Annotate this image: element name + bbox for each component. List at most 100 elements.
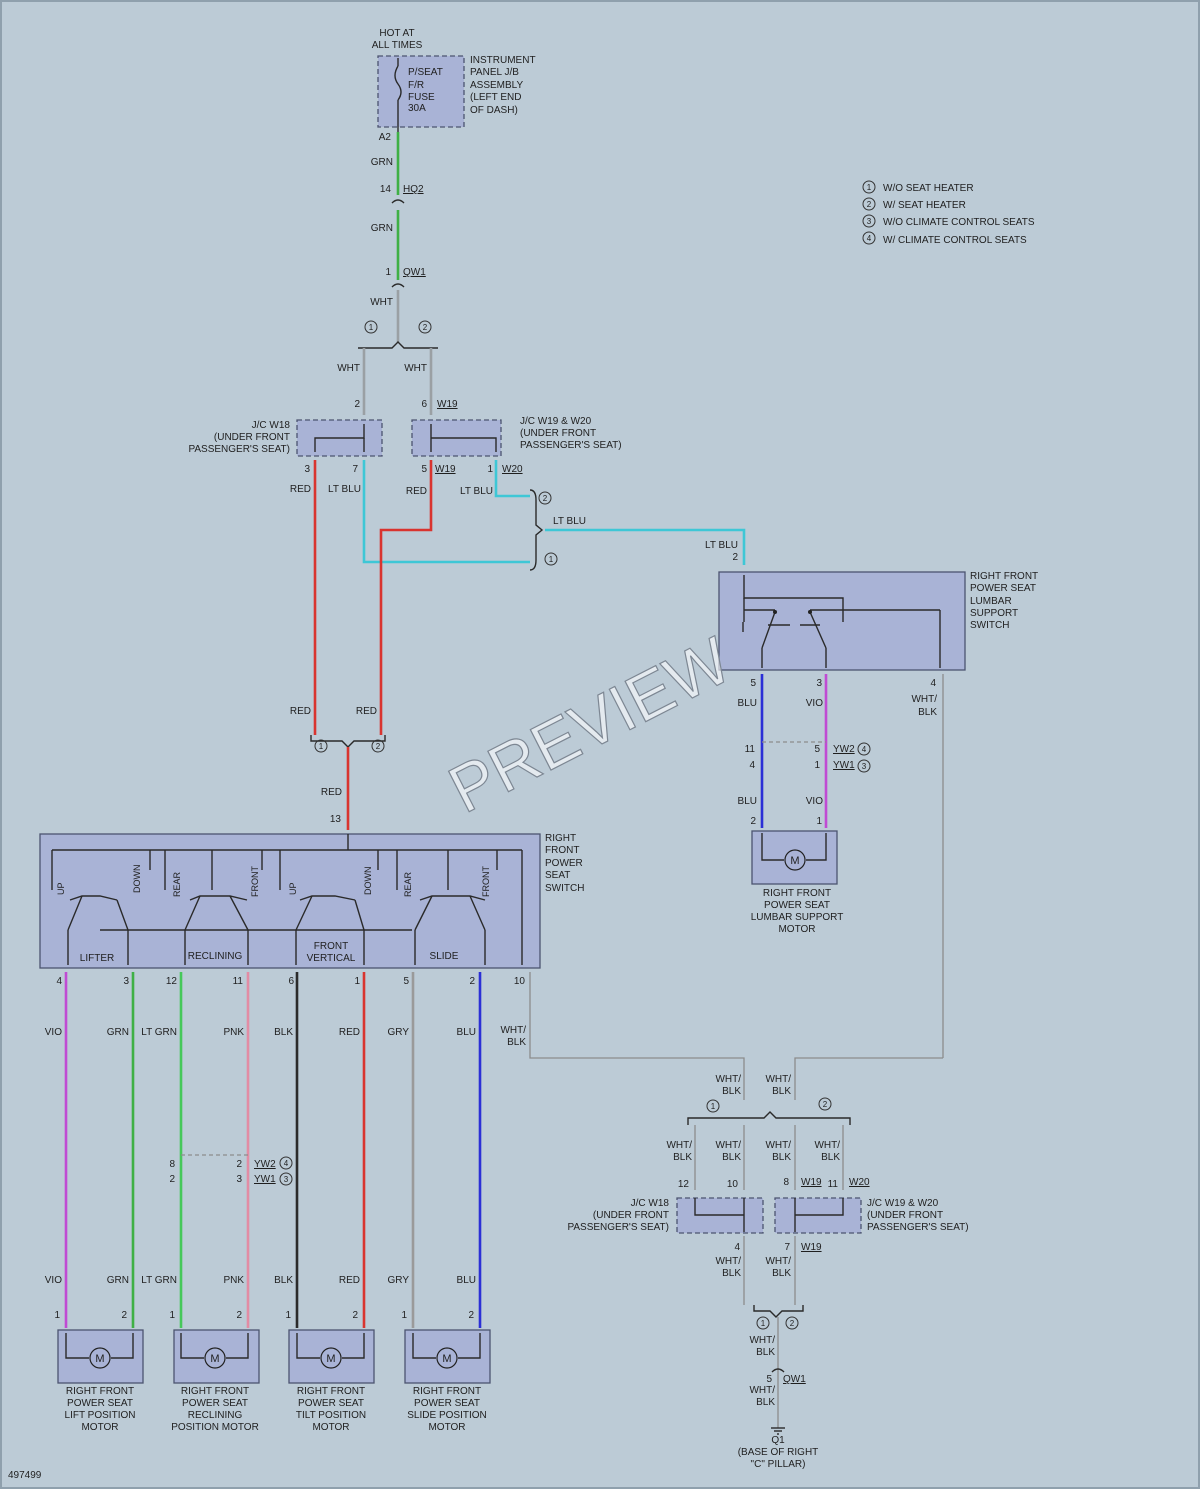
svg-text:M: M <box>442 1353 451 1365</box>
motor-icon <box>320 1347 342 1369</box>
preview-watermark: PREVIEW <box>437 622 742 826</box>
svg-text:WHT: WHT <box>404 363 427 374</box>
svg-text:4: 4 <box>749 760 755 771</box>
svg-text:RIGHT FRONT: RIGHT FRONT <box>181 1386 249 1397</box>
svg-text:FRONT: FRONT <box>314 941 348 952</box>
motor-icon <box>204 1347 226 1369</box>
ip-label-3: ASSEMBLY <box>470 80 523 91</box>
motor-icon <box>784 849 806 871</box>
svg-text:WHT/: WHT/ <box>715 1074 741 1085</box>
svg-text:LUMBAR SUPPORT: LUMBAR SUPPORT <box>751 912 844 923</box>
wht-label: WHT <box>370 297 393 308</box>
option-bracket-red: 1 2 RED 13 <box>310 735 386 830</box>
ip-label-5: OF DASH) <box>470 105 518 116</box>
svg-text:(UNDER FRONT: (UNDER FRONT <box>593 1210 669 1221</box>
svg-text:1: 1 <box>816 816 822 827</box>
svg-text:1: 1 <box>867 183 872 192</box>
svg-text:SWITCH: SWITCH <box>970 620 1009 631</box>
svg-text:BLU: BLU <box>738 796 757 807</box>
svg-text:4: 4 <box>284 1159 289 1168</box>
svg-text:BLK: BLK <box>756 1347 775 1358</box>
svg-text:J/C W18: J/C W18 <box>252 420 291 431</box>
svg-text:2: 2 <box>169 1174 175 1185</box>
svg-text:6: 6 <box>288 976 294 987</box>
svg-text:1: 1 <box>169 1310 175 1321</box>
svg-text:VIO: VIO <box>806 796 823 807</box>
svg-text:7: 7 <box>784 1242 790 1253</box>
svg-text:"C" PILLAR): "C" PILLAR) <box>751 1459 806 1470</box>
svg-text:WHT/: WHT/ <box>715 1256 741 1267</box>
svg-text:W19: W19 <box>801 1177 822 1188</box>
svg-text:12: 12 <box>678 1179 690 1190</box>
motor-reclining: M RIGHT FRONT POWER SEAT RECLINING POSIT… <box>171 1329 260 1433</box>
qw1-label: QW1 <box>403 267 426 278</box>
svg-text:LIFTER: LIFTER <box>80 953 114 964</box>
svg-text:10: 10 <box>514 976 526 987</box>
svg-text:RIGHT FRONT: RIGHT FRONT <box>970 571 1038 582</box>
legend-item-4: W/ CLIMATE CONTROL SEATS <box>883 235 1027 246</box>
svg-text:2: 2 <box>236 1310 242 1321</box>
svg-text:UP: UP <box>56 882 66 895</box>
svg-text:1: 1 <box>369 323 374 332</box>
svg-text:LT GRN: LT GRN <box>141 1027 177 1038</box>
svg-text:2: 2 <box>543 494 548 503</box>
svg-text:WHT/: WHT/ <box>911 694 937 705</box>
svg-text:Q1: Q1 <box>771 1435 785 1446</box>
svg-text:(UNDER FRONT: (UNDER FRONT <box>214 432 290 443</box>
svg-text:BLK: BLK <box>772 1086 791 1097</box>
svg-text:M: M <box>326 1353 335 1365</box>
ground-icon <box>771 1427 785 1435</box>
svg-text:13: 13 <box>330 814 342 825</box>
svg-text:W19: W19 <box>801 1242 822 1253</box>
svg-text:PASSENGER'S SEAT): PASSENGER'S SEAT) <box>188 444 290 455</box>
hot-label-1: HOT AT <box>379 28 414 39</box>
svg-text:LT BLU: LT BLU <box>705 540 738 551</box>
svg-text:3: 3 <box>236 1174 242 1185</box>
svg-text:SLIDE: SLIDE <box>430 951 459 962</box>
svg-text:LUMBAR: LUMBAR <box>970 596 1012 607</box>
legend-item-2: W/ SEAT HEATER <box>883 200 966 211</box>
fuse-label-3: FUSE <box>408 92 435 103</box>
seat-switch-wires: 4 3 12 11 6 1 5 2 10 VIO GRN LT GRN PNK … <box>45 972 943 1328</box>
svg-text:SWITCH: SWITCH <box>545 883 584 894</box>
svg-text:DOWN: DOWN <box>363 867 373 896</box>
svg-text:WHT/: WHT/ <box>749 1385 775 1396</box>
svg-text:POSITION MOTOR: POSITION MOTOR <box>171 1422 259 1433</box>
svg-text:PNK: PNK <box>223 1027 244 1038</box>
svg-text:POWER SEAT: POWER SEAT <box>298 1398 364 1409</box>
svg-text:VERTICAL: VERTICAL <box>307 953 356 964</box>
svg-text:2: 2 <box>732 552 738 563</box>
lumbar-motor: M RIGHT FRONT POWER SEAT LUMBAR SUPPORT … <box>751 830 844 935</box>
svg-text:WHT/: WHT/ <box>765 1140 791 1151</box>
motor-icon <box>436 1347 458 1369</box>
svg-text:1: 1 <box>814 760 820 771</box>
svg-text:PASSENGER'S SEAT): PASSENGER'S SEAT) <box>867 1222 969 1233</box>
svg-text:M: M <box>790 855 799 867</box>
wires-jc-top: RED LT BLU RED LT BLU LT BLU 2 1 LT BLU … <box>290 460 746 735</box>
svg-text:RED: RED <box>406 486 427 497</box>
svg-text:BLK: BLK <box>722 1152 741 1163</box>
ip-label-2: PANEL J/B <box>470 67 519 78</box>
svg-text:RIGHT FRONT: RIGHT FRONT <box>763 888 831 899</box>
svg-text:PASSENGER'S SEAT): PASSENGER'S SEAT) <box>520 440 622 451</box>
svg-text:RIGHT FRONT: RIGHT FRONT <box>297 1386 365 1397</box>
svg-text:BLK: BLK <box>673 1152 692 1163</box>
svg-text:YW2: YW2 <box>833 744 855 755</box>
svg-text:3: 3 <box>862 762 867 771</box>
svg-text:POWER SEAT: POWER SEAT <box>414 1398 480 1409</box>
svg-text:2: 2 <box>423 323 428 332</box>
svg-text:LT BLU: LT BLU <box>460 486 493 497</box>
svg-text:WHT/: WHT/ <box>765 1074 791 1085</box>
svg-text:11: 11 <box>233 976 244 987</box>
svg-text:BLU: BLU <box>738 698 757 709</box>
svg-text:12: 12 <box>166 976 178 987</box>
svg-text:(UNDER FRONT: (UNDER FRONT <box>867 1210 943 1221</box>
svg-text:LT GRN: LT GRN <box>141 1275 177 1286</box>
svg-text:REAR: REAR <box>172 871 182 897</box>
svg-text:5: 5 <box>421 464 427 475</box>
svg-text:RED: RED <box>290 484 311 495</box>
svg-text:MOTOR: MOTOR <box>778 924 815 935</box>
svg-text:RECLINING: RECLINING <box>188 951 243 962</box>
